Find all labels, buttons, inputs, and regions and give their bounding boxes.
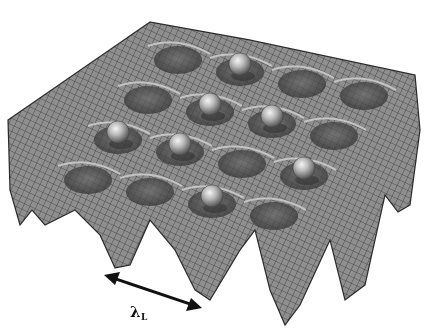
- spacing-label-subscript: L: [141, 313, 148, 323]
- atom: [169, 133, 191, 155]
- potential-well: [250, 202, 298, 230]
- potential-well: [278, 70, 326, 98]
- potential-well: [64, 166, 112, 194]
- potential-well: [218, 150, 266, 178]
- potential-well: [310, 122, 358, 150]
- potential-well: [126, 178, 174, 206]
- spacing-arrow-line: [110, 277, 196, 306]
- potential-well: [154, 46, 202, 74]
- spacing-label-symbol: λ: [130, 303, 141, 321]
- atom: [293, 157, 315, 179]
- potential-well: [340, 82, 388, 110]
- atom: [201, 185, 223, 207]
- atom: [229, 53, 251, 75]
- lattice-spacing-indicator: λ L: [104, 272, 202, 323]
- atom: [107, 121, 129, 143]
- atom: [199, 93, 221, 115]
- potential-well: [124, 86, 172, 114]
- atom: [261, 105, 283, 127]
